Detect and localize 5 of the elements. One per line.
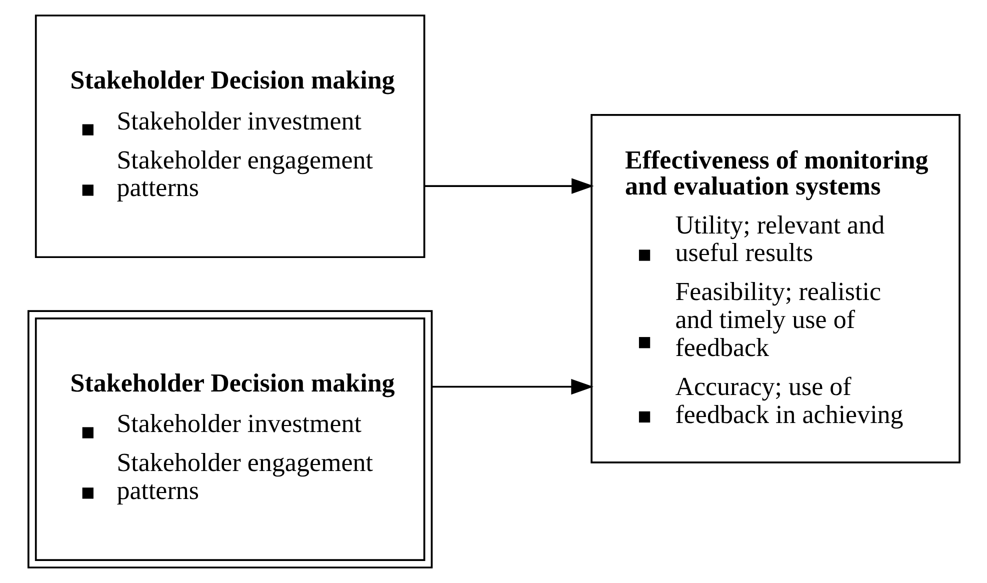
node-box: Effectiveness of monitoring and evaluation systems Utility; relevant and useful results Feasibility; realistic and timely use of feedback Accuracy; use of feedback in achieving [590,114,960,464]
node-box: Stakeholder Decision making Stakeholder investment Stakeholder engagement patterns [34,14,425,258]
arrow [424,178,594,194]
arrow [432,378,593,395]
node-box: Stakeholder Decision making Stakeholder investment Stakeholder engagement patterns [27,310,432,568]
